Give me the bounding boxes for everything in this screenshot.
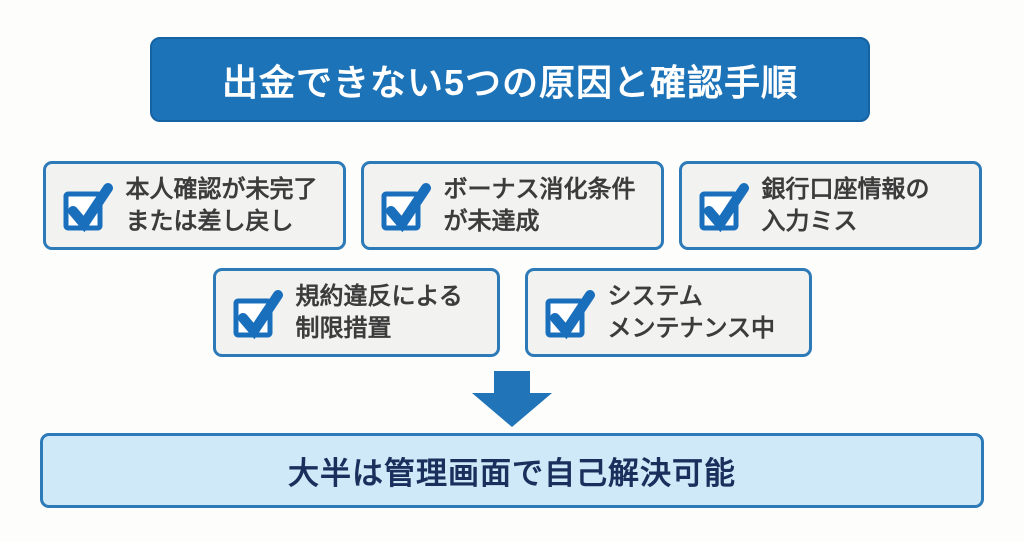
causes-row-1: 本人確認が未完了 または差し戻し ボーナス消化条件 が未達成 [0, 161, 1024, 250]
cause-line-1: 銀行口座情報の [761, 175, 930, 203]
checkbox-icon [543, 285, 595, 341]
cause-line-2: メンテナンス中 [607, 314, 776, 342]
checkbox-icon [697, 178, 749, 234]
conclusion-text: 大半は管理画面で自己解決可能 [288, 456, 736, 491]
cause-line-2: が未達成 [443, 207, 540, 235]
cause-line-1: ボーナス消化条件 [443, 175, 636, 203]
cause-label: 銀行口座情報の 入力ミス [762, 174, 930, 237]
cause-box-bonus-conditions: ボーナス消化条件 が未達成 [360, 161, 664, 250]
title-banner: 出金できない5つの原因と確認手順 [150, 37, 870, 122]
cause-line-2: または差し戻し [125, 207, 294, 235]
cause-box-terms-violation: 規約違反による 制限措置 [212, 268, 500, 357]
cause-box-identity-verification: 本人確認が未完了 または差し戻し [42, 161, 346, 250]
cause-label: ボーナス消化条件 が未達成 [444, 174, 636, 237]
checkbox-icon [379, 178, 431, 234]
page-title: 出金できない5つの原因と確認手順 [221, 61, 799, 103]
cause-line-2: 制限措置 [295, 314, 392, 342]
cause-line-1: 規約違反による [295, 282, 463, 310]
cause-label: システム メンテナンス中 [608, 281, 776, 344]
cause-line-2: 入力ミス [761, 207, 858, 235]
conclusion-banner: 大半は管理画面で自己解決可能 [40, 433, 984, 508]
cause-box-bank-account-error: 銀行口座情報の 入力ミス [678, 161, 982, 250]
cause-label: 本人確認が未完了 または差し戻し [126, 174, 318, 237]
checkbox-icon [61, 178, 113, 234]
down-arrow-icon [470, 371, 554, 427]
causes-row-2: 規約違反による 制限措置 システム メンテナンス中 [0, 268, 1024, 357]
cause-line-1: 本人確認が未完了 [125, 175, 318, 203]
cause-label: 規約違反による 制限措置 [296, 281, 463, 344]
cause-box-system-maintenance: システム メンテナンス中 [524, 268, 812, 357]
cause-line-1: システム [607, 282, 703, 310]
checkbox-icon [231, 285, 283, 341]
